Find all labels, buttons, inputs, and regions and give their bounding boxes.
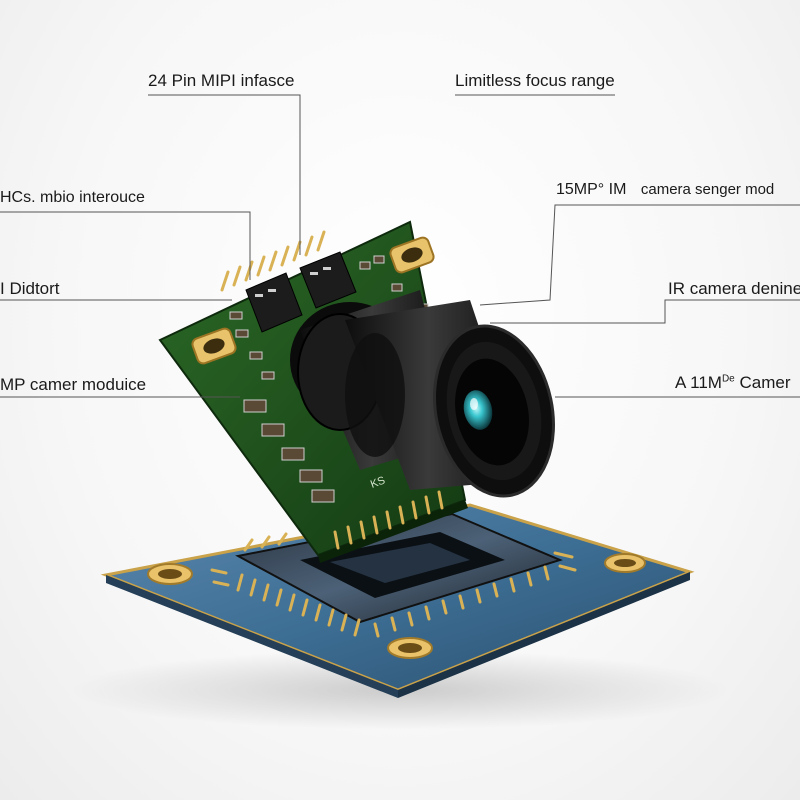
label-distortion: I Didtort xyxy=(0,279,60,298)
leader-sensor-module xyxy=(479,204,800,306)
camera-lens xyxy=(290,290,555,498)
pcb-ic-chips xyxy=(245,251,357,333)
label-hcs-interface: HCs. mbio interouce xyxy=(0,189,145,206)
mipi-connector-pins xyxy=(220,230,326,292)
label-camera-module-right-main: A 11M xyxy=(675,373,722,392)
label-ir-camera: IR camera denine xyxy=(668,279,800,298)
label-focus-range: Limitless focus range xyxy=(455,71,615,90)
pcb-marking: KS xyxy=(369,475,387,491)
leader-pin-interface xyxy=(148,94,301,255)
lens-glass xyxy=(463,390,493,430)
label-camera-module-right-sup: De xyxy=(721,373,735,385)
label-camera-module-left: MP camer moduice xyxy=(0,375,147,394)
label-camera-module-right-suffix: Camer xyxy=(739,373,791,392)
leader-hcs-interface xyxy=(0,211,251,280)
pcb-bottom-pins xyxy=(333,490,444,550)
label-camera-module-right: A 11MDe Camer xyxy=(675,374,790,391)
label-pin-interface: 24 Pin MIPI infasce xyxy=(148,71,295,90)
leader-ir-camera xyxy=(490,299,800,324)
sensor-pins xyxy=(210,532,577,638)
label-sensor-module-suffix: camera senger mod xyxy=(640,181,775,198)
label-sensor-module: 15MP° IM camera senger mod xyxy=(556,182,774,198)
label-sensor-module-main: 15MP° IM xyxy=(556,181,627,198)
callout-leader-lines xyxy=(0,94,800,398)
